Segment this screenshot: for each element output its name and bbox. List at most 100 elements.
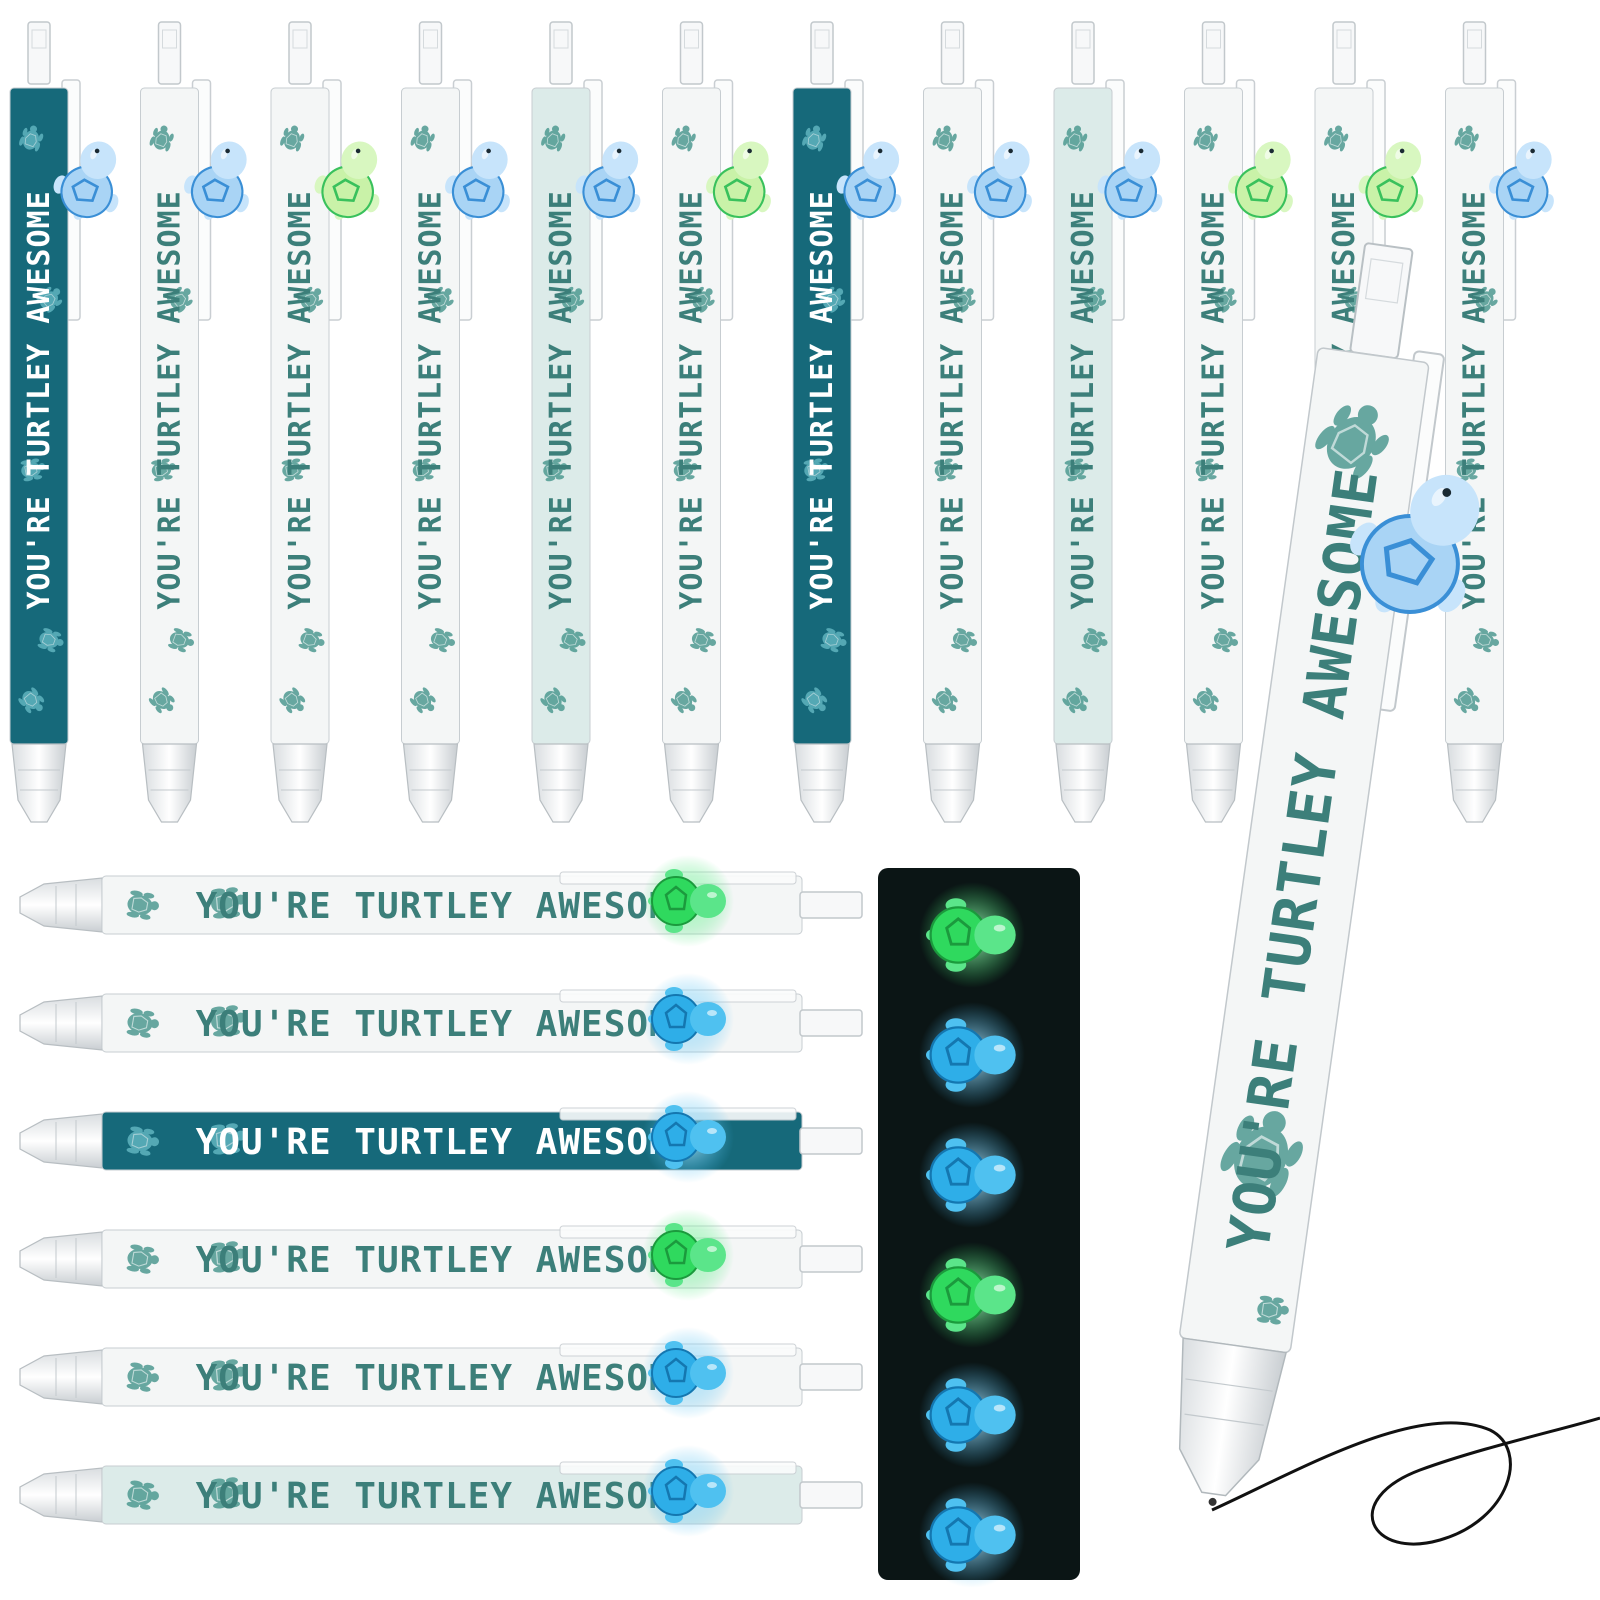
pen-slogan: YOU'RE TURTLEY AWESOME — [196, 1004, 695, 1045]
turtle-print-icon — [126, 890, 159, 920]
turtle-print-icon — [126, 1480, 159, 1510]
turtle-charm — [1358, 141, 1424, 220]
pen-plunger — [799, 1363, 863, 1391]
vertical-pen: YOU'RE TURTLEY AWESOME — [270, 21, 380, 823]
charm-head — [602, 141, 639, 180]
charm-eye — [747, 148, 752, 154]
pen-plunger — [799, 1245, 863, 1273]
turtle-print-icon — [1454, 125, 1479, 152]
pen-slogan: YOU'RE TURTLEY AWESOME — [936, 190, 971, 609]
pen-tip — [924, 743, 981, 823]
turtle-print-icon — [803, 458, 829, 482]
horizontal-pen: YOU'RE TURTLEY AWESOME — [19, 855, 863, 947]
pen-plunger — [679, 21, 704, 85]
turtle-charm — [184, 141, 249, 220]
pen-tip — [19, 1467, 103, 1523]
turtle-print-icon — [542, 458, 568, 482]
charm-eye — [486, 148, 491, 154]
pen-plunger — [799, 1009, 863, 1037]
turtle-print-icon — [210, 1005, 246, 1037]
vertical-pen: YOU'RE TURTLEY AWESOME — [1445, 21, 1554, 823]
turtle-print-icon — [210, 1477, 246, 1509]
charm-eye — [1008, 148, 1013, 154]
pen-plunger — [940, 21, 965, 85]
vertical-pen: YOU'RE TURTLEY AWESOME — [923, 21, 1032, 823]
pen-plunger — [418, 21, 443, 85]
pen-tip — [19, 877, 103, 933]
turtle-print-icon — [412, 458, 437, 482]
charm-head — [690, 1238, 726, 1272]
turtle-print-icon — [540, 687, 567, 714]
pen-slogan: YOU'RE TURTLEY AWESOME — [153, 190, 188, 609]
turtle-print-icon — [819, 286, 846, 313]
charm-head — [1410, 474, 1480, 546]
charm-head — [863, 141, 900, 180]
pen-tip — [272, 743, 328, 823]
turtle-print-icon — [20, 458, 46, 482]
turtle-print-icon — [126, 1362, 159, 1392]
glowing-turtle-charm — [642, 973, 734, 1065]
turtle-print-icon — [1471, 286, 1498, 313]
pen-slogan: YOU'RE TURTLEY AWESOME — [196, 1122, 695, 1163]
pen-slogan: YOU'RE TURTLEY AWESOME — [805, 190, 840, 609]
turtle-print-icon — [427, 286, 454, 313]
turtle-print-icon — [1192, 687, 1219, 714]
charm-head — [1254, 141, 1291, 180]
charm-head — [690, 1002, 726, 1036]
charm-eye — [1530, 148, 1535, 154]
vertical-pen: YOU'RE TURTLEY AWESOME — [9, 21, 119, 823]
turtle-print-icon — [1456, 458, 1481, 482]
pen-slogan: YOU'RE TURTLEY AWESOME — [196, 886, 695, 927]
pen-slogan: YOU'RE TURTLEY AWESOME — [196, 1476, 695, 1517]
charm-eye — [355, 148, 361, 154]
charm-head — [1515, 141, 1552, 180]
turtle-print-icon — [690, 628, 717, 653]
glow-panel-turtle — [919, 1362, 1025, 1468]
pen-slogan: YOU'RE TURTLEY AWESOME — [675, 190, 710, 609]
vertical-pen: YOU'RE TURTLEY AWESOME — [662, 21, 771, 823]
turtle-charm — [1489, 141, 1554, 220]
turtle-print-icon — [1256, 1295, 1289, 1325]
turtle-print-icon — [19, 125, 44, 152]
pen-tip — [141, 743, 198, 823]
charm-head — [341, 141, 378, 180]
turtle-print-icon — [1063, 125, 1088, 152]
pen-slogan: YOU'RE TURTLEY AWESOME — [1458, 190, 1493, 609]
turtle-print-icon — [1212, 628, 1239, 653]
turtle-print-icon — [1193, 125, 1218, 152]
turtle-print-icon — [1210, 286, 1237, 313]
turtle-print-icon — [801, 687, 828, 714]
turtle-charm — [314, 141, 380, 220]
charm-head — [1385, 141, 1422, 180]
pen-tip — [533, 743, 589, 823]
charm-head — [993, 141, 1030, 180]
horizontal-pen-stack: YOU'RE TURTLEY AWESOME YOU'RE TURTLEY AWE… — [19, 855, 863, 1537]
horizontal-pen: YOU'RE TURTLEY AWESOME — [19, 1091, 863, 1183]
pen-plunger — [157, 21, 182, 85]
glow-in-dark-panel — [878, 868, 1080, 1588]
turtle-print-icon — [934, 458, 959, 482]
pen-tip — [11, 743, 67, 823]
charm-head — [690, 1120, 726, 1154]
pen-plunger — [27, 21, 51, 85]
turtle-print-icon — [1195, 458, 1220, 482]
vertical-pen-row: YOU'RE TURTLEY AWESOME YOU'RE TURTLEY AWE… — [9, 21, 1554, 823]
turtle-print-icon — [168, 628, 195, 653]
turtle-print-icon — [279, 687, 306, 714]
charm-head — [974, 1035, 1016, 1075]
horizontal-pen: YOU'RE TURTLEY AWESOME — [19, 973, 863, 1065]
glowing-turtle-charm — [642, 1091, 734, 1183]
turtle-print-icon — [126, 1126, 159, 1156]
pen-tip — [19, 995, 103, 1051]
turtle-charm — [1228, 141, 1293, 220]
glowing-turtle-charm — [642, 1327, 734, 1419]
charm-head — [732, 141, 769, 180]
vertical-pen: YOU'RE TURTLEY AWESOME — [792, 21, 902, 823]
glow-panel-turtle — [919, 1242, 1025, 1348]
horizontal-pen: YOU'RE TURTLEY AWESOME — [19, 1327, 863, 1419]
charm-head — [80, 141, 117, 180]
pen-tip — [794, 743, 850, 823]
pen-slogan: YOU'RE TURTLEY AWESOME — [283, 190, 318, 609]
turtle-charm — [53, 141, 119, 220]
